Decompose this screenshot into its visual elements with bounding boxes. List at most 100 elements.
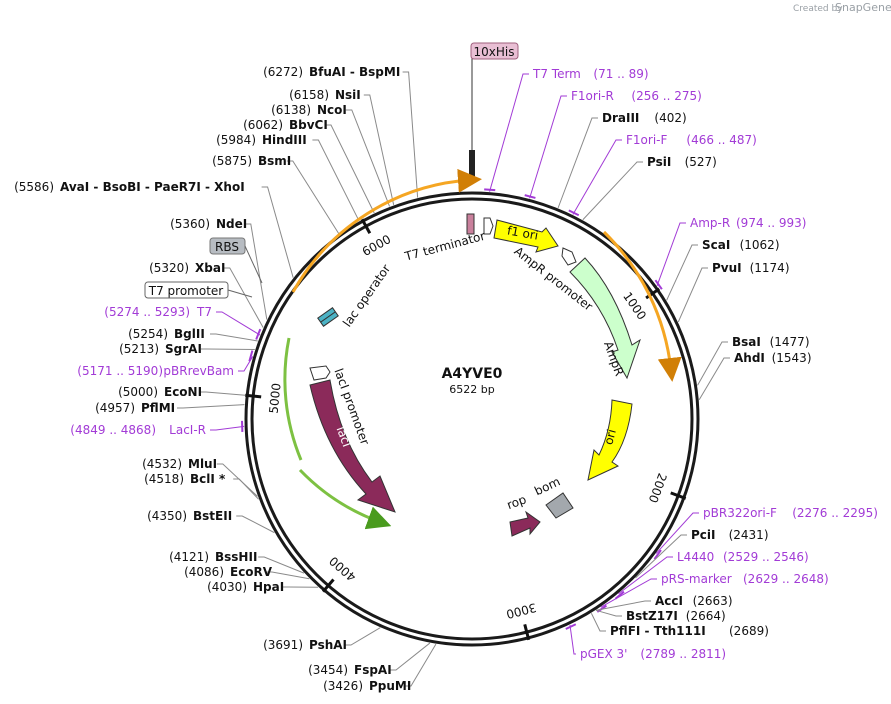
primer-binding-mark <box>255 328 262 340</box>
site-leader-line <box>244 223 268 320</box>
enzyme-ahdi-label[interactable]: (1543)AhdI <box>734 351 812 365</box>
site-leader-line <box>345 109 391 207</box>
svg-text:AhdI: AhdI <box>734 351 765 365</box>
enzyme-pflmi-label[interactable]: (4957)PflMI <box>95 401 175 415</box>
svg-text:T7: T7 <box>196 305 212 319</box>
primer-laci-r-label[interactable]: (4849 .. 4868)LacI-R <box>70 423 206 437</box>
t7-terminator-arrow <box>483 217 494 235</box>
site-leader-line <box>210 333 258 342</box>
f1-ori-label: f1 ori <box>506 223 539 242</box>
site-leader-line <box>590 613 606 632</box>
primer-f1ori-f-label[interactable]: (466 .. 487)F1ori-F <box>626 133 757 147</box>
primer-f1ori-r-label[interactable]: (256 .. 275)F1ori-R <box>571 89 702 103</box>
primer-pbr322ori-f-label[interactable]: (2276 .. 2295)pBR322ori-F <box>703 506 878 520</box>
orange-feature-arc-top <box>291 168 482 293</box>
primer-pgex-3--label[interactable]: (2789 .. 2811)pGEX 3' <box>580 647 726 661</box>
svg-text:T7 promoter: T7 promoter <box>148 284 224 298</box>
enzyme-scai-label[interactable]: (1062)ScaI <box>702 238 780 252</box>
enzyme-psii-label[interactable]: (527)PsiI <box>647 155 717 169</box>
enzyme-bfuai-label[interactable]: (6272)BfuAI - BspMI <box>263 65 400 79</box>
svg-text:EcoRV: EcoRV <box>230 565 273 579</box>
site-leader-line <box>266 571 310 580</box>
primer-pbrrevbam-label[interactable]: (5171 .. 5190)pBRrevBam <box>77 364 234 378</box>
enzyme-ndei-label[interactable]: (5360)NdeI <box>170 217 247 231</box>
laci-promoter-feature <box>309 365 331 381</box>
enzyme-bsteii-label[interactable]: (4350)BstEII <box>147 509 232 523</box>
site-leader-line <box>200 391 246 396</box>
site-leader-line <box>569 624 576 655</box>
plasmid-name: A4YVE0 <box>442 366 503 382</box>
site-leader-line <box>363 94 395 205</box>
primer-l4440-label[interactable]: (2529 .. 2546)L4440 <box>677 550 809 564</box>
enzyme-hindiii-label[interactable]: (5984)HindIII <box>216 133 307 147</box>
svg-text:(1062): (1062) <box>740 238 780 252</box>
enzyme-hpai-label[interactable]: (4030)HpaI <box>207 580 284 594</box>
site-leader-line <box>529 95 567 199</box>
enzyme-bstz17i-label[interactable]: (2664)BstZ17I <box>626 609 726 623</box>
svg-text:PshAI: PshAI <box>309 638 347 652</box>
svg-text:BfuAI - BspMI: BfuAI - BspMI <box>309 65 400 79</box>
enzyme-econi-label[interactable]: (5000)EcoNI <box>118 385 202 399</box>
svg-text:PflMI: PflMI <box>141 401 175 415</box>
svg-text:PflFI - Tth111I: PflFI - Tth111I <box>610 624 706 638</box>
his-tag-mark <box>469 150 475 178</box>
svg-text:(5254): (5254) <box>128 327 168 341</box>
enzyme-xbai-label[interactable]: (5320)XbaI <box>149 261 225 275</box>
site-leader-line <box>582 161 643 221</box>
enzyme-nsii-label[interactable]: (6158)NsiI <box>289 88 361 102</box>
orange-feature-arc-right <box>602 230 682 382</box>
tick-label: 1000 <box>620 289 649 322</box>
rbs-leader <box>244 245 263 284</box>
svg-text:(4086): (4086) <box>184 565 224 579</box>
svg-text:(4121): (4121) <box>169 550 209 564</box>
enzyme-acci-label[interactable]: (2663)AccI <box>655 594 733 608</box>
svg-text:(256 .. 275): (256 .. 275) <box>631 89 701 103</box>
site-leader-line <box>557 117 598 209</box>
site-leader-line <box>210 425 245 431</box>
ampr-feature <box>569 257 641 380</box>
enzyme-ecorv-label[interactable]: (4086) EcoRV <box>184 565 273 579</box>
enzyme-fspai-label[interactable]: (3454)FspAI <box>308 663 392 677</box>
primer-binding-mark <box>568 209 580 217</box>
tick-mark <box>360 218 372 234</box>
enzyme-bcli--label[interactable]: (4518)BclI * <box>144 472 226 486</box>
site-leader-line <box>489 73 529 192</box>
leader-lines <box>177 71 730 687</box>
enzyme-pshai-label[interactable]: (3691)PshAI <box>263 638 347 652</box>
enzyme-bbvci-label[interactable]: (6062)BbvCI <box>243 118 328 132</box>
primer-amp-r-label[interactable]: (974 .. 993)Amp-R <box>690 216 806 230</box>
credit-prefix: Created by <box>793 4 843 14</box>
svg-text:BsaI: BsaI <box>732 335 761 349</box>
enzyme-bsai-label[interactable]: (1477)BsaI <box>732 335 810 349</box>
enzyme-mlui-label[interactable]: (4532)MluI <box>142 457 217 471</box>
svg-text:(974 .. 993): (974 .. 993) <box>736 216 806 230</box>
enzyme-draiii-label[interactable]: (402)DraIII <box>602 111 687 125</box>
svg-text:NsiI: NsiI <box>335 88 361 102</box>
tick-label: 2000 <box>646 471 670 505</box>
svg-text:(2663): (2663) <box>693 594 733 608</box>
bom-feature <box>545 492 574 519</box>
primer-t7-term-label[interactable]: (71 .. 89)T7 Term <box>532 67 649 81</box>
ampr-promoter-feature <box>561 247 577 266</box>
enzyme-ncoi-label[interactable]: (6138)NcoI <box>271 103 347 117</box>
backbone-outer <box>244 191 700 647</box>
credit-brand: SnapGene <box>835 1 891 14</box>
svg-text:10xHis: 10xHis <box>474 45 515 59</box>
enzyme-pflfi-label[interactable]: (2689)PflFI - Tth111I <box>610 624 769 638</box>
enzyme-avai-label[interactable]: (5586)AvaI - BsoBI - PaeR7I - XhoI <box>14 180 245 194</box>
svg-text:(3426): (3426) <box>323 679 363 693</box>
enzyme-pcii-label[interactable]: (2431)PciI <box>691 528 769 542</box>
enzyme-pvui-label[interactable]: (1174)PvuI <box>712 261 790 275</box>
primer-t7-label[interactable]: (5274 .. 5293)T7 <box>104 305 212 319</box>
tick-label: 3000 <box>505 600 538 621</box>
svg-text:(2789 .. 2811): (2789 .. 2811) <box>640 647 726 661</box>
enzyme-sgrai-label[interactable]: (5213)SgrAI <box>119 342 202 356</box>
enzyme-bglii-label[interactable]: (5254)BglII <box>128 327 205 341</box>
svg-text:(6138): (6138) <box>271 103 311 117</box>
site-leader-line <box>345 627 381 646</box>
enzyme-bsmi-label[interactable]: (5875)BsmI <box>212 154 291 168</box>
enzyme-ppumi-label[interactable]: (3426)PpuMI <box>323 679 411 693</box>
primer-prs-marker-label[interactable]: (2629 .. 2648)pRS-marker <box>661 572 829 586</box>
enzyme-bsshii-label[interactable]: (4121)BssHII <box>169 550 257 564</box>
svg-text:BbvCI: BbvCI <box>289 118 328 132</box>
